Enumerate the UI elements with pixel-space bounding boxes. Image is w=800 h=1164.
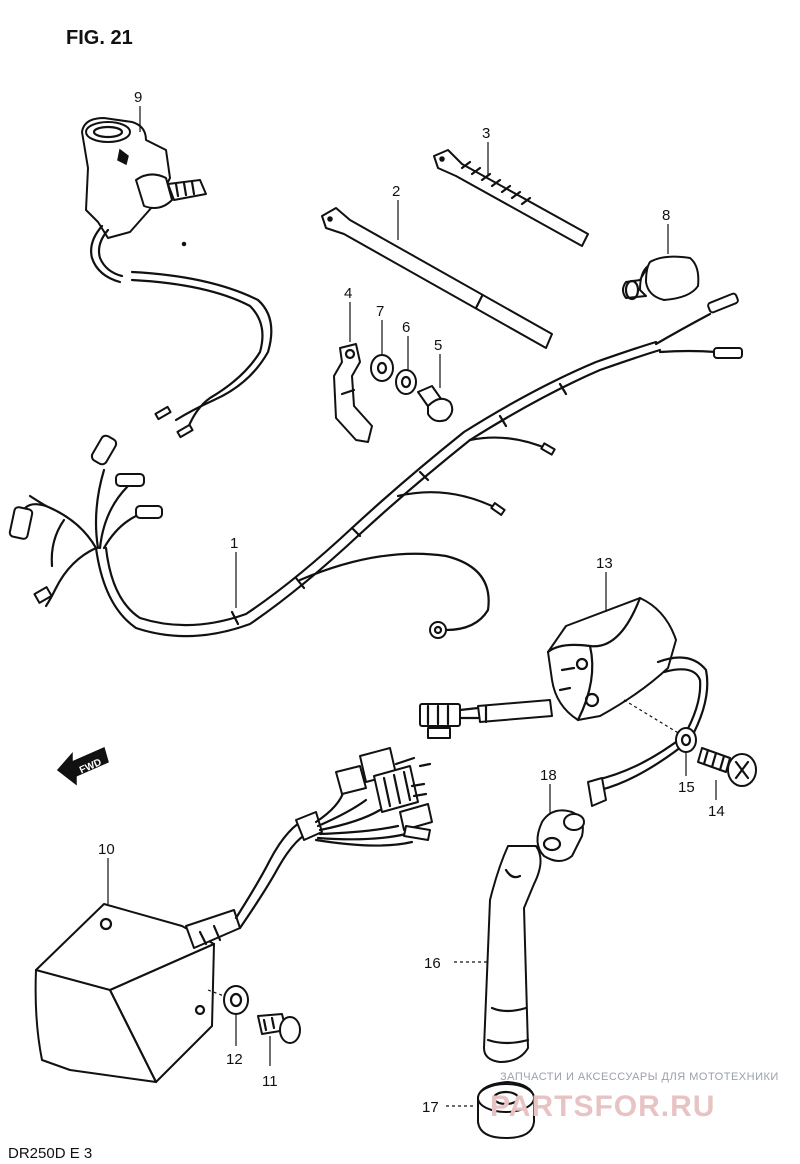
part-4-bracket xyxy=(333,343,373,443)
callout-3: 3 xyxy=(482,125,490,142)
part-11-screw xyxy=(257,1013,301,1044)
callout-17: 17 xyxy=(422,1099,439,1116)
model-code: DR250D E 3 xyxy=(8,1145,92,1162)
forward-direction-indicator: FWD xyxy=(56,746,109,786)
callout-9: 9 xyxy=(134,89,142,106)
callout-4: 4 xyxy=(344,285,352,302)
figure-label: FIG. 21 xyxy=(66,27,133,49)
callout-5: 5 xyxy=(434,337,442,354)
callout-12: 12 xyxy=(226,1051,243,1068)
callout-15: 15 xyxy=(678,779,695,796)
watermark-caption: ЗАПЧАСТИ И АКСЕССУАРЫ ДЛЯ МОТОТЕХНИКИ xyxy=(500,1071,779,1083)
callout-6: 6 xyxy=(402,319,410,336)
callout-leader-12a xyxy=(207,989,225,997)
callout-1: 1 xyxy=(230,535,238,552)
part-9-kill-switch xyxy=(81,117,207,284)
callout-11: 11 xyxy=(262,1073,278,1090)
part-3-cable-tie xyxy=(433,149,589,247)
callout-8: 8 xyxy=(662,207,670,224)
part-8-cap xyxy=(622,255,700,301)
callout-13: 13 xyxy=(596,555,613,572)
part-12-washer xyxy=(223,985,249,1015)
callout-2: 2 xyxy=(392,183,400,200)
watermark-logo: ЗАПЧАСТИ И АКСЕССУАРЫ ДЛЯ МОТОТЕХНИКИ PA… xyxy=(490,1071,779,1123)
part-18-grommet xyxy=(536,809,585,862)
switch-lead-wires xyxy=(130,270,273,439)
callout-10: 10 xyxy=(98,841,115,858)
callout-16: 16 xyxy=(424,955,441,972)
part-6-lock-washer xyxy=(395,369,417,395)
part-15-washer xyxy=(675,727,697,753)
part-1-wiring-harness xyxy=(8,292,743,639)
part-16-plug-cap xyxy=(483,845,542,1063)
callout-18: 18 xyxy=(540,767,557,784)
part-13-ignition-coil xyxy=(419,596,709,807)
watermark-brand: PARTSFOR.RU xyxy=(490,1090,715,1123)
part-7-washer xyxy=(370,354,394,382)
part-10-cdi-unit xyxy=(34,747,433,1084)
callout-leader-15a xyxy=(623,699,681,735)
part-2-strap xyxy=(321,207,553,349)
callout-14: 14 xyxy=(708,803,725,820)
callout-7: 7 xyxy=(376,303,384,320)
part-5-bolt xyxy=(417,385,454,423)
part-14-screw xyxy=(697,747,757,787)
part-17-seal xyxy=(477,1081,535,1139)
